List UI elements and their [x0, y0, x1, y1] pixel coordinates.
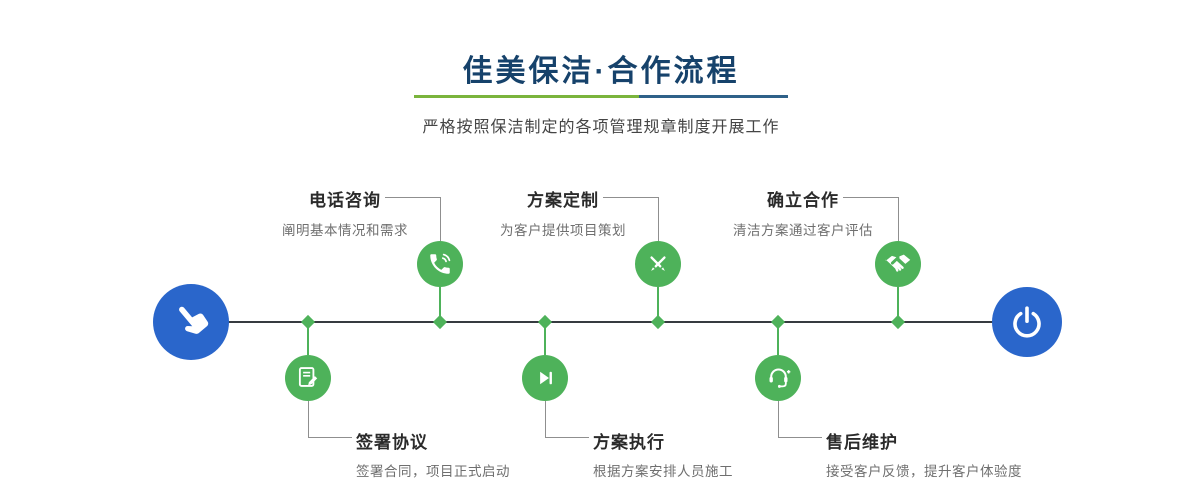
node-link [657, 287, 659, 321]
page-title: 佳美保洁·合作流程 [462, 55, 740, 88]
connector-line [385, 197, 440, 198]
underline-blue-segment [639, 95, 788, 98]
node-link [439, 287, 441, 321]
connector-line [440, 197, 441, 241]
node-link [777, 323, 779, 355]
connector-line [778, 437, 822, 438]
step-label-support: 售后维护 接受客户反馈，提升客户体验度 [826, 428, 1126, 480]
underline-green-segment [414, 95, 639, 98]
node-link [897, 287, 899, 321]
step-node-cooperation [875, 241, 921, 287]
step-desc: 阐明基本情况和需求 [282, 223, 408, 238]
step-desc: 根据方案安排人员施工 [593, 464, 733, 479]
connector-line [603, 197, 658, 198]
step-node-design [635, 241, 681, 287]
step-label-execute: 方案执行 根据方案安排人员施工 [593, 428, 893, 480]
step-node-contract [285, 355, 331, 401]
step-node-support [755, 355, 801, 401]
step-desc: 为客户提供项目策划 [500, 223, 626, 238]
step-title: 签署协议 [356, 433, 428, 452]
play-next-icon [540, 371, 552, 385]
timeline-line [190, 321, 1028, 323]
connector-line [545, 437, 589, 438]
page-subtitle: 严格按照保洁制定的各项管理规章制度开展工作 [422, 119, 780, 136]
step-label-phone: 电话咨询 阐明基本情况和需求 [235, 186, 455, 239]
connector-line [658, 197, 659, 241]
step-title: 售后维护 [826, 433, 898, 452]
step-title: 确立合作 [767, 191, 839, 210]
step-label-design: 方案定制 为客户提供项目策划 [453, 186, 673, 239]
support-headset-icon [769, 368, 790, 388]
step-node-phone [417, 241, 463, 287]
step-desc: 接受客户反馈，提升客户体验度 [826, 464, 1022, 479]
connector-line [898, 197, 899, 241]
design-tools-icon [650, 256, 666, 271]
step-title: 方案定制 [527, 191, 599, 210]
start-node [153, 284, 229, 360]
step-desc: 清洁方案通过客户评估 [733, 223, 873, 238]
power-icon [1013, 306, 1041, 338]
connector-line [545, 401, 546, 437]
hand-pointer-icon [179, 306, 209, 334]
title-underline [414, 95, 788, 98]
connector-line [308, 401, 309, 437]
step-label-cooperation: 确立合作 清洁方案通过客户评估 [693, 186, 913, 239]
handshake-icon [885, 254, 911, 272]
connector-line [778, 401, 779, 437]
phone-icon [430, 253, 451, 274]
contract-icon [298, 367, 318, 387]
step-label-contract: 签署协议 签署合同，项目正式启动 [356, 428, 656, 480]
node-link [544, 323, 546, 355]
node-link [307, 323, 309, 355]
step-title: 电话咨询 [309, 191, 381, 210]
connector-line [843, 197, 898, 198]
end-node [992, 287, 1062, 357]
connector-line [308, 437, 352, 438]
step-desc: 签署合同，项目正式启动 [356, 464, 510, 479]
step-node-execute [522, 355, 568, 401]
step-title: 方案执行 [593, 433, 665, 452]
